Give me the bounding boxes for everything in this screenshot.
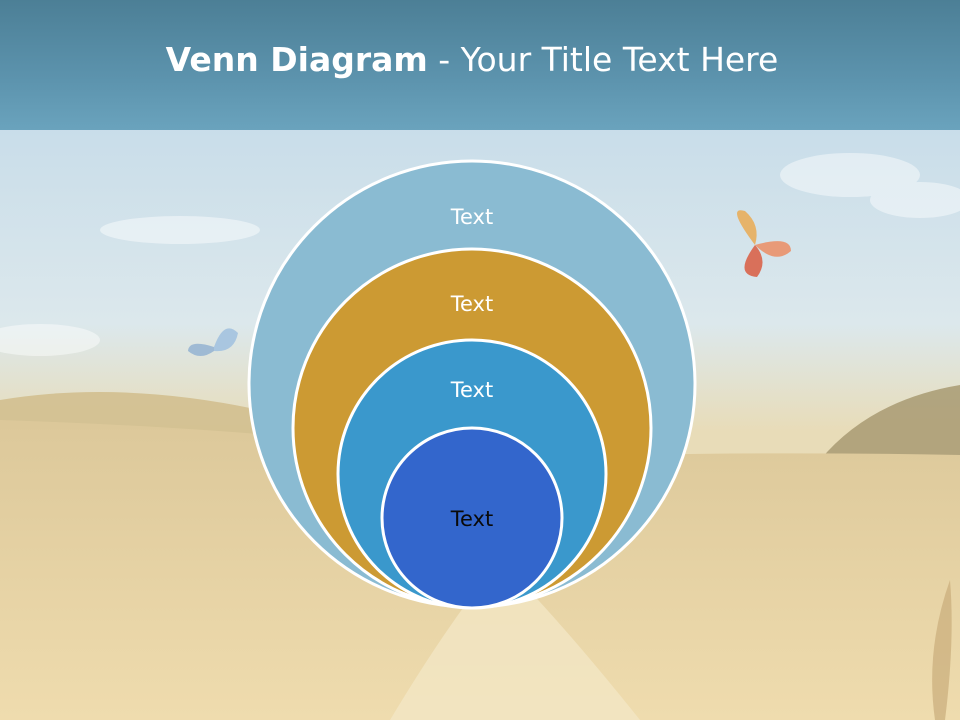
hill-right [820,385,960,470]
butterfly-icon-right [737,210,791,277]
title-rest: - Your Title Text Here [427,40,779,79]
slide-title: Venn Diagram - Your Title Text Here [0,40,944,79]
circle-inner-label: Text [450,507,493,531]
circle-inner[interactable] [380,426,564,610]
dirt-path [390,560,640,720]
circle-second-label: Text [450,292,493,316]
circle-outer-label: Text [450,205,493,229]
clouds [0,153,960,356]
butterfly-icon-left [188,328,238,356]
header-bar [0,0,960,130]
title-strong: Venn Diagram [165,40,428,79]
circle-third-label: Text [450,378,493,402]
grass-stalk [932,580,952,720]
